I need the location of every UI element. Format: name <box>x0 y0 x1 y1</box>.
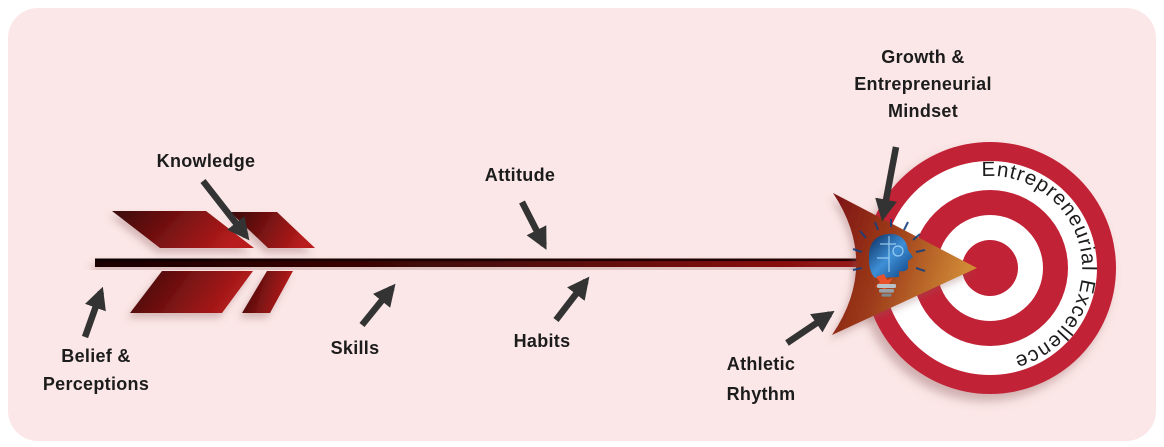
circuit-lines-icon <box>877 236 904 272</box>
feather-upper-2 <box>230 212 315 248</box>
label-skills-text: Skills <box>330 338 380 358</box>
callout-arrow-attitude <box>519 200 547 250</box>
arrow-fletching <box>112 211 315 313</box>
label-skills: Skills <box>305 334 405 362</box>
label-habits: Habits <box>492 327 592 355</box>
feather-lower-1 <box>130 271 253 313</box>
label-athletic-line2: Rhythm <box>726 384 796 404</box>
label-growth-line3: Mindset <box>887 101 959 121</box>
label-habits-text: Habits <box>513 331 571 351</box>
label-belief-line2: Perceptions <box>42 374 150 394</box>
callout-arrows <box>81 146 900 346</box>
callout-arrow-belief <box>81 286 106 339</box>
label-growth-line1: Growth & <box>881 47 965 67</box>
callout-arrow-habits <box>553 276 590 322</box>
label-athletic-rhythm: Athletic Rhythm <box>701 349 821 409</box>
digital-mind-icon <box>852 219 926 297</box>
label-attitude: Attitude <box>460 161 580 189</box>
label-knowledge-text: Knowledge <box>156 151 256 171</box>
label-attitude-text: Attitude <box>484 165 556 185</box>
bulb-base-icon <box>877 284 896 297</box>
callout-arrow-skills <box>359 283 396 328</box>
feather-upper-1 <box>112 211 254 248</box>
label-belief-line1: Belief & <box>61 346 131 366</box>
feather-lower-2 <box>242 271 293 313</box>
pink-panel <box>8 8 1156 441</box>
bullseye-target: Entrepreneurial Excellence <box>864 142 1116 394</box>
spark-burst-icon <box>875 274 895 293</box>
arrow-shaft <box>95 258 885 267</box>
callout-arrow-growth <box>875 146 900 222</box>
label-knowledge: Knowledge <box>136 147 276 175</box>
head-silhouette-icon <box>868 233 913 278</box>
label-belief-perceptions: Belief & Perceptions <box>16 342 176 398</box>
callout-arrow-athletic <box>785 310 835 346</box>
label-growth-line2: Entrepreneurial <box>854 74 992 94</box>
glow-rays-icon <box>852 219 926 272</box>
callout-arrow-knowledge <box>200 178 250 241</box>
label-growth-mindset: Growth & Entrepreneurial Mindset <box>828 44 1018 125</box>
label-athletic-line1: Athletic <box>726 354 796 374</box>
